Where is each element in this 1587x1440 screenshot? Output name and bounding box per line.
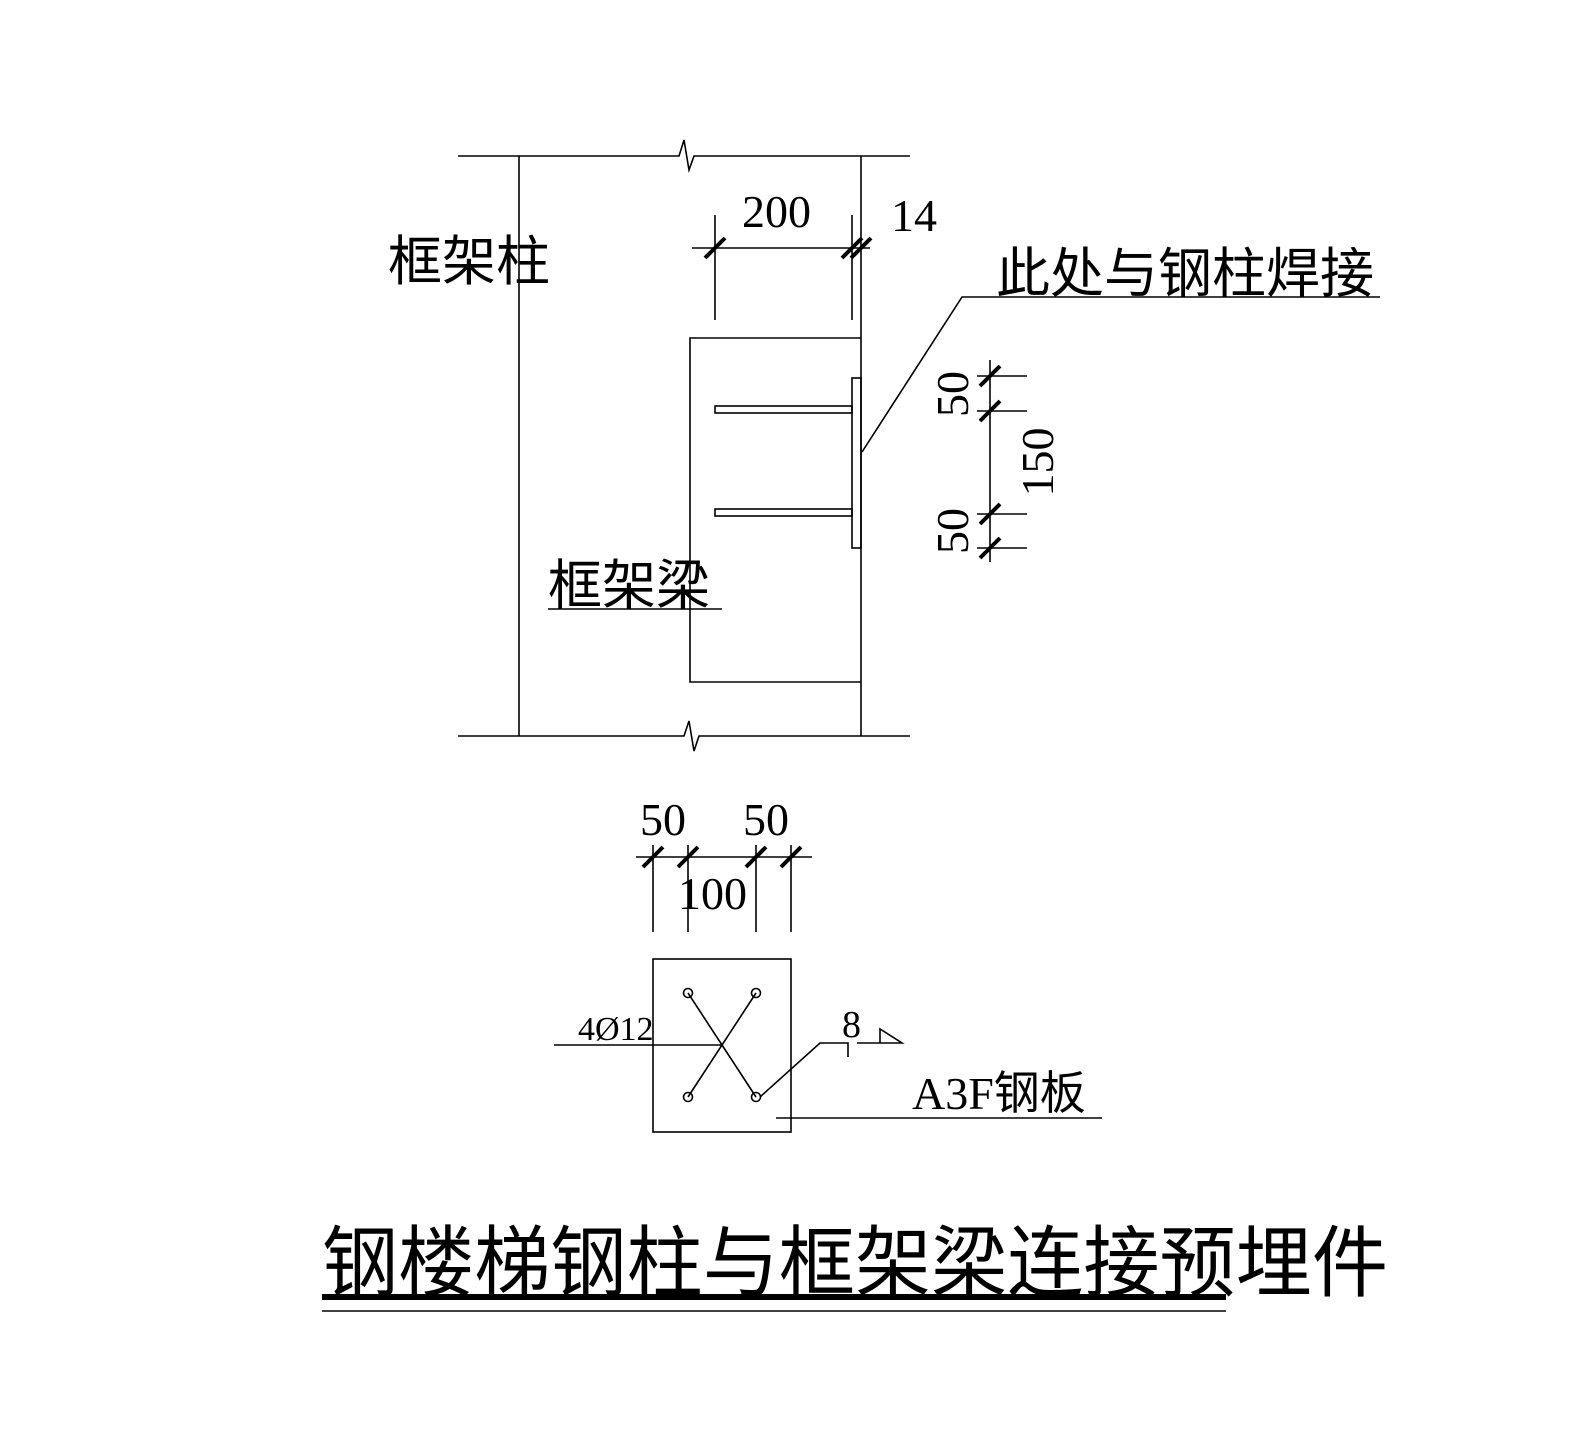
embedded-plate-elevation — [714, 377, 862, 549]
dim-plan-50-right: 50 — [743, 794, 789, 845]
top-dimension — [692, 215, 873, 320]
column-label: 框架柱 — [388, 230, 550, 293]
weld-leader — [861, 296, 1380, 453]
plan-dimension — [636, 845, 812, 932]
drawing-title: 钢楼梯钢柱与框架梁连接预埋件 — [322, 1219, 1388, 1309]
dim-plan-50-left: 50 — [640, 794, 686, 845]
anchor-bar-hole — [682, 987, 694, 999]
dim-side-top-50: 50 — [927, 371, 978, 417]
weld-size-label: 8 — [842, 1004, 861, 1046]
anchor-bar-hole — [682, 1091, 694, 1103]
bars-label: 4Ø12 — [578, 1011, 654, 1048]
weld-symbol — [759, 1027, 905, 1098]
plate-label: A3F钢板 — [912, 1068, 1086, 1119]
side-dimension — [977, 360, 1027, 562]
dim-plan-100: 100 — [678, 868, 747, 919]
beam-label: 框架梁 — [548, 554, 710, 617]
dim-side-bottom-50: 50 — [927, 508, 978, 554]
dim-14: 14 — [891, 190, 937, 241]
beam-outline — [689, 337, 861, 683]
dim-side-150: 150 — [1012, 428, 1063, 497]
anchor-bar-hole — [750, 987, 762, 999]
dim-200: 200 — [742, 186, 811, 237]
weld-note: 此处与钢柱焊接 — [996, 242, 1374, 305]
